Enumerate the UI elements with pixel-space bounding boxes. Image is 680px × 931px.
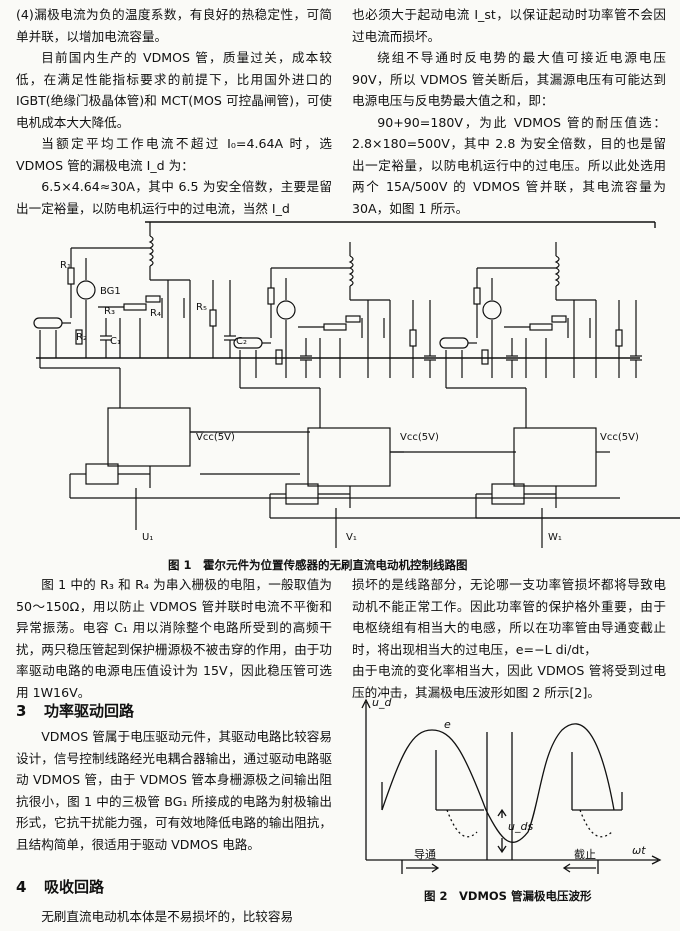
drain-voltage-trace (381, 750, 623, 811)
para: 无刷直流电动机本体是不易损坏的，比较容易 (41, 909, 294, 924)
section-number: 4 (16, 878, 27, 896)
para: 90+90=180V，为此 VDMOS 管的耐压值选：2.8×180=500V，… (352, 114, 666, 216)
y-axis-arrow (361, 698, 371, 709)
label-c1: C₁ (110, 336, 121, 347)
section-3-heading: 3 功率驱动回路 (16, 700, 134, 721)
label-r4: R₄ (150, 308, 161, 319)
section-number: 3 (16, 702, 27, 720)
label-r1: R₁ (60, 260, 71, 271)
uds-label: u_ds (508, 820, 533, 833)
cutoff-label: 截止 (574, 847, 596, 861)
top-right-column: 也必须大于起动电流 I_st，以保证起动时功率管不会因过电流而损坏。 绕组不导通… (352, 4, 666, 219)
figure-2-caption: 图 2 VDMOS 管漏极电压波形 (424, 889, 592, 903)
para: VDMOS 管属于电压驱动元件，其驱动电路比较容易设计，信号控制线路经光电耦合器… (16, 729, 332, 852)
para: 也必须大于起动电流 I_st，以保证起动时功率管不会因过电流而损坏。 (352, 7, 666, 44)
label-w1: W₁ (548, 532, 562, 543)
section-3-body: VDMOS 管属于电压驱动元件，其驱动电路比较容易设计，信号控制线路经光电耦合器… (16, 726, 332, 855)
label-u1: U₁ (142, 532, 153, 543)
section-title: 功率驱动回路 (44, 702, 135, 720)
conduction-label: 导通 (414, 848, 436, 861)
para: 6.5×4.64≈30A，其中 6.5 为安全倍数，主要是留出一定裕量，以防电机… (16, 179, 332, 216)
label-vcc-2: Vcc(5V) (400, 432, 439, 443)
dotted-curve (446, 809, 613, 838)
bottom-left-para: 图 1 中的 R₃ 和 R₄ 为串入栅极的电阻，一般取值为 50～150Ω，用以… (16, 574, 332, 703)
x-axis-arrow (651, 855, 662, 865)
label-r5: R₅ (196, 302, 207, 313)
label-c2: C₂ (236, 336, 247, 347)
label-r2: R₂ (76, 332, 87, 343)
x-axis-label: ωt (632, 844, 646, 857)
para: 由于电流的变化率相当大，因此 VDMOS 管将受到过电压的冲击，其漏极电压波形如… (352, 663, 666, 700)
label-vcc-3: Vcc(5V) (600, 432, 639, 443)
label-bg1: BG1 (100, 286, 121, 297)
section-title: 吸收回路 (44, 878, 105, 896)
top-left-column: (4)漏极电流为负的温度系数，有良好的热稳定性，可简单并联，以增加电流容量。 目… (16, 4, 332, 219)
label-vcc-1: Vcc(5V) (196, 432, 235, 443)
para: 当额定平均工作电流不超过 I₀=4.64A 时，选 VDMOS 管的漏极电流 I… (16, 136, 332, 173)
section-4-heading: 4 吸收回路 (16, 876, 104, 897)
label-r3: R₃ (104, 306, 115, 317)
para: 目前国内生产的 VDMOS 管，质量过关，成本较低，在满足性能指标要求的前提下，… (16, 50, 332, 130)
figure-2-waveform: u_d e u_ds 导通 截止 ωt (361, 696, 662, 874)
label-v1: V₁ (346, 532, 357, 543)
para: 图 1 中的 R₃ 和 R₄ 为串入栅极的电阻，一般取值为 50～150Ω，用以… (16, 577, 332, 700)
figure-1-circuit: R₁ BG1 R₃ R₄ R₅ R₂ C₁ C₂ Vcc(5V) Vcc(5V)… (33, 221, 680, 548)
figure-1-caption: 图 1 霍尔元件为位置传感器的无刷直流电动机控制线路图 (168, 558, 468, 572)
emf-curve (381, 723, 615, 843)
section-4-body: 无刷直流电动机本体是不易损坏的，比较容易 (16, 906, 332, 928)
para: (4)漏极电流为负的温度系数，有良好的热稳定性，可简单并联，以增加电流容量。 (16, 7, 332, 44)
driver-stage-u (33, 222, 620, 530)
y-axis-label: u_d (372, 696, 392, 709)
bottom-right-column: 损坏的是线路部分，无论哪一支功率管损坏都将导致电动机不能正常工作。因此功率管的保… (352, 574, 666, 703)
curve-label-e: e (444, 718, 451, 731)
para: 绕组不导通时反电势的最大值可接近电源电压 90V，所以 VDMOS 管关断后，其… (352, 50, 666, 108)
para: 损坏的是线路部分，无论哪一支功率管损坏都将导致电动机不能正常工作。因此功率管的保… (352, 577, 666, 657)
